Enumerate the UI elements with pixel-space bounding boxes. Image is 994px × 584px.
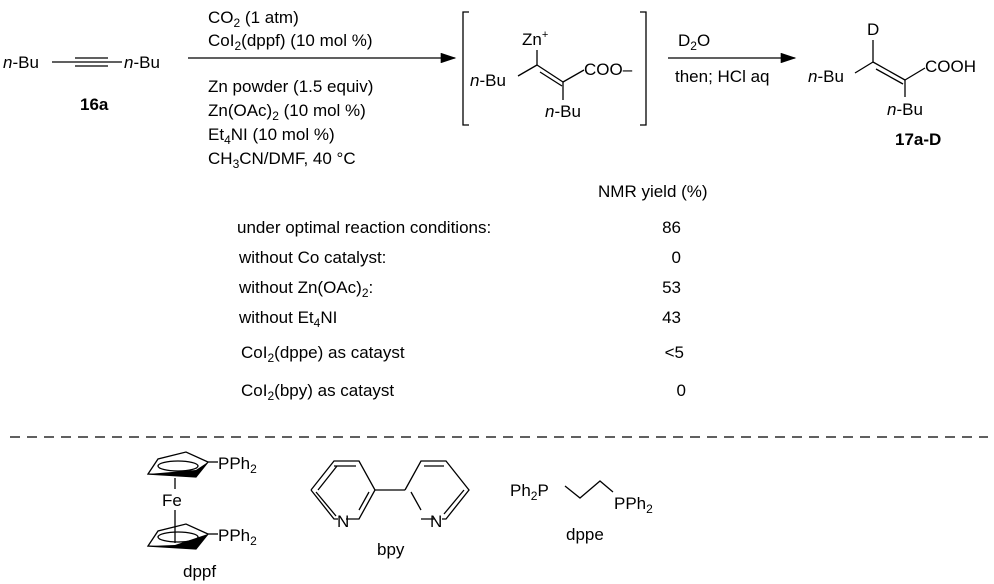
deuterium-label: D — [867, 20, 879, 39]
yield-value: 86 — [662, 218, 681, 237]
svg-text:n-Bu: n-Bu — [470, 71, 506, 90]
nitrogen-label: N — [337, 512, 349, 531]
ligand-label: dppf — [183, 562, 216, 581]
condition: under optimal reaction conditions: — [237, 218, 491, 237]
carboxylate-group: COO– — [584, 60, 633, 79]
dppf-structure: PPh2 Fe PPh2 dppf — [146, 451, 257, 581]
intermediate: Zn+ n-Bu COO– n-Bu — [462, 11, 647, 126]
condition: without Co catalyst: — [238, 248, 386, 267]
yield-value: 53 — [662, 278, 681, 297]
svg-text:n-Bu: n-Bu — [887, 100, 923, 119]
svg-text:n-Bu: n-Bu — [545, 102, 581, 121]
svg-text:Zn(OAc)2 (10 mol %): Zn(OAc)2 (10 mol %) — [208, 101, 366, 123]
svg-text:n-Bu: n-Bu — [124, 53, 160, 72]
ligand-label: bpy — [377, 540, 405, 559]
yield-value: 43 — [662, 308, 681, 327]
svg-text:CoI2(dppf) (10 mol %): CoI2(dppf) (10 mol %) — [208, 31, 372, 53]
svg-text:CH3CN/DMF, 40 °C: CH3CN/DMF, 40 °C — [208, 149, 356, 171]
condition: CoI2(bpy) as catayst — [241, 381, 394, 403]
product-17a-D: D n-Bu COOH n-Bu 17a-D — [808, 20, 976, 149]
yield-value: 0 — [677, 381, 686, 400]
svg-text:PPh2: PPh2 — [614, 494, 653, 516]
svg-text:CO2 (1 atm): CO2 (1 atm) — [208, 8, 299, 30]
svg-text:n-Bu: n-Bu — [3, 53, 39, 72]
svg-text:Zn+: Zn+ — [522, 29, 548, 49]
workup: then; HCl aq — [675, 67, 770, 86]
reagent-d2o: D2O — [678, 31, 710, 53]
svg-text:Ph2P: Ph2P — [510, 481, 549, 503]
svg-text:Et4NI (10 mol %): Et4NI (10 mol %) — [208, 125, 335, 147]
iron-label: Fe — [162, 491, 182, 510]
yield-table: NMR yield (%) under optimal reaction con… — [237, 182, 708, 403]
yield-value: <5 — [665, 343, 684, 362]
condition: without Zn(OAc)2: — [238, 278, 373, 300]
conditions-step1: CO2 (1 atm) CoI2(dppf) (10 mol %) Zn pow… — [208, 8, 373, 171]
ligand-label: dppe — [566, 525, 604, 544]
svg-text:Zn powder (1.5 equiv): Zn powder (1.5 equiv) — [208, 77, 373, 96]
svg-text:n-Bu: n-Bu — [808, 67, 844, 86]
nitrogen-label: N — [430, 512, 442, 531]
condition: CoI2(dppe) as catayst — [241, 343, 405, 365]
compound-label: 17a-D — [895, 130, 941, 149]
substrate-16a: n-Bu n-Bu 16a — [3, 53, 160, 114]
svg-text:PPh2: PPh2 — [218, 526, 257, 548]
compound-label: 16a — [80, 95, 109, 114]
dppe-structure: Ph2P PPh2 dppe — [510, 480, 653, 544]
acid-group: COOH — [925, 57, 976, 76]
table-header: NMR yield (%) — [598, 182, 708, 201]
svg-text:PPh2: PPh2 — [218, 454, 257, 476]
yield-value: 0 — [672, 248, 681, 267]
bpy-structure: N N bpy — [310, 460, 470, 559]
condition: without Et4NI — [238, 308, 337, 330]
